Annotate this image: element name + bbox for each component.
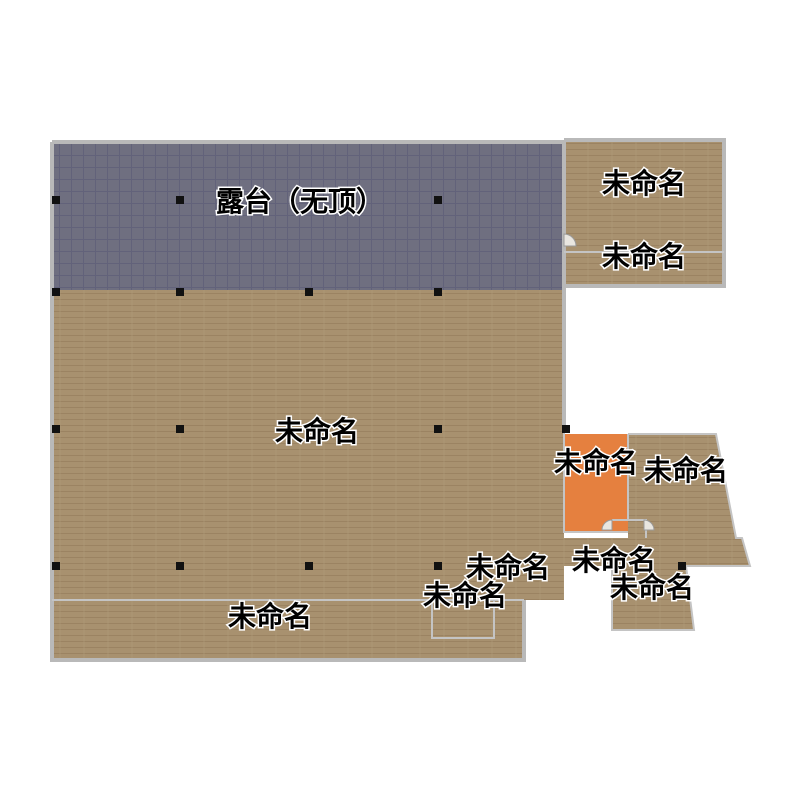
pillar	[52, 562, 60, 570]
door-swing-icon	[601, 519, 613, 531]
room-corridor-b[interactable]	[564, 538, 750, 566]
room-top-right-lower[interactable]	[564, 252, 724, 286]
room-label-top-right-lower: 未命名	[602, 240, 686, 273]
pillar	[176, 425, 184, 433]
door-swing-icon	[643, 519, 655, 531]
pillar	[176, 196, 184, 204]
pillar	[176, 562, 184, 570]
pillar	[176, 288, 184, 296]
pillar	[434, 288, 442, 296]
room-label-bottom-right: 未命名	[610, 571, 694, 604]
room-orange[interactable]	[564, 434, 628, 532]
room-right[interactable]	[628, 434, 736, 538]
room-bottom-right[interactable]	[612, 566, 694, 630]
room-top-right-upper[interactable]	[564, 140, 724, 252]
room-label-right: 未命名	[644, 454, 728, 487]
pillars-layer	[52, 196, 686, 570]
room-main-hall[interactable]	[52, 290, 564, 600]
pillar	[434, 562, 442, 570]
labels-layer: 露台（无顶） 未命名 未命名 未命名 未命名 未命名 未命名 未命名 未命名 未…	[214, 166, 729, 635]
room-label-bottom-left: 未命名	[228, 600, 312, 633]
pillar	[434, 196, 442, 204]
doors-layer	[563, 233, 655, 531]
room-label-main-hall: 未命名	[275, 415, 359, 448]
room-label-top-right-upper: 未命名	[602, 167, 686, 200]
pillar	[52, 288, 60, 296]
room-label-terrace: 露台（无顶）	[216, 185, 384, 218]
room-label-orange: 未命名	[554, 446, 638, 479]
door-swing-icon	[563, 233, 577, 247]
pillar	[305, 288, 313, 296]
room-label-corridor-b: 未命名	[572, 544, 656, 577]
room-label-corridor-a: 未命名	[466, 551, 550, 584]
room-terrace[interactable]	[52, 142, 564, 290]
rooms-layer	[52, 140, 750, 660]
room-label-small-box: 未命名	[423, 579, 507, 612]
room-corridor-a[interactable]	[440, 560, 564, 600]
pillar	[562, 425, 570, 433]
pillar	[52, 196, 60, 204]
small-box-outline	[431, 595, 495, 639]
pillar	[434, 425, 442, 433]
pillar	[678, 562, 686, 570]
pillar	[305, 562, 313, 570]
room-bottom-left[interactable]	[52, 600, 524, 660]
pillar	[52, 425, 60, 433]
